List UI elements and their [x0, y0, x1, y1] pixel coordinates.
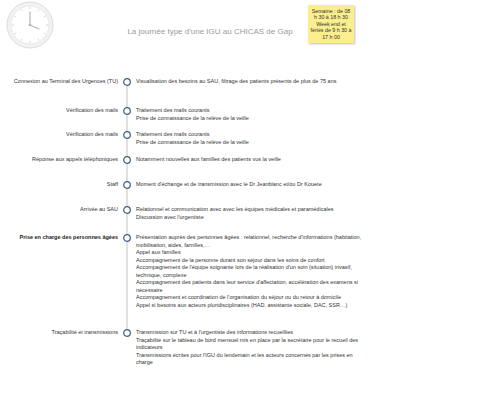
clock-tick [30, 41, 31, 43]
clock-tick [44, 33, 46, 34]
description-line: Transmissions écrites pour l'IGU du lend… [136, 352, 362, 367]
timeline-segment [127, 242, 128, 329]
description-line: Moment d'échange et de transmission avec… [136, 181, 362, 189]
timeline-segment [127, 214, 128, 234]
clock-tick [21, 39, 22, 41]
schedule-text: Semaine : de 08 h 30 à 18 h 30 [310, 8, 352, 21]
step-marker [123, 131, 131, 139]
schedule-text: Week end et fériés de 9 h 30 à 17 h 00 [310, 21, 352, 40]
timeline-step: Arrivée au SAURelationnel et communicati… [123, 206, 131, 214]
timeline-step: Réponse aux appels téléphoniquesNotammen… [123, 156, 131, 164]
description-line: Accompagnement de la personne durant son… [136, 257, 362, 265]
description-line: Appel si besoins aux acteurs pluridiscip… [136, 302, 362, 310]
description-line: Visualisation des besoins au SAU, filtra… [136, 78, 362, 86]
description-line: Accompagnement des patients dans leur se… [136, 279, 362, 294]
clock-tick [30, 7, 31, 9]
clock-rim [7, 2, 53, 48]
step-description: Notamment nouvelles aux familles des pat… [136, 156, 362, 164]
step-description: Traitement des mails courantsPrise de co… [136, 107, 362, 122]
clock-tick [21, 9, 22, 11]
step-circle [124, 235, 131, 242]
step-label: Vérification des mails [66, 107, 118, 115]
step-label: Prise en charge des personnes âgées [20, 234, 118, 242]
timeline-step: Traçabilité et transmissionsTransmission… [123, 329, 131, 337]
description-line: Discussion avec l'urgentiste [136, 214, 362, 222]
description-line: Traitement des mails courants [136, 131, 362, 139]
clock-ticks [12, 7, 48, 43]
step-label: Réponse aux appels téléphoniques [32, 156, 118, 164]
clock-center [29, 24, 32, 27]
clock-tick [46, 25, 48, 26]
description-line: Accompagnement de l'équipe soignante lor… [136, 264, 362, 279]
description-line: Notamment nouvelles aux familles des pat… [136, 156, 362, 164]
step-circle [124, 108, 131, 115]
timeline-segment [127, 115, 128, 131]
timeline-segment [127, 139, 128, 156]
description-line: Prise de connaissance de la relève de la… [136, 139, 362, 147]
step-label: Connexion au Terminal des Urgences (TU) [14, 78, 118, 86]
step-marker [123, 206, 131, 214]
page-title: La journée type d'une IGU au CHICAS de G… [100, 27, 320, 36]
clock-tick [14, 33, 16, 34]
step-circle [124, 182, 131, 189]
clock-hand [30, 25, 39, 29]
timeline-step: Connexion au Terminal des Urgences (TU)V… [123, 78, 131, 86]
step-marker [123, 234, 131, 242]
clock-tick [38, 39, 39, 41]
description-line: Traçabilité sur le tableau de bord mensu… [136, 337, 362, 352]
sticky-note: Semaine : de 08 h 30 à 18 h 30Week end e… [308, 5, 354, 43]
clock-hand [29, 12, 30, 25]
step-label: Staff [107, 181, 118, 189]
timeline-step: Vérification des mailsTraitement des mai… [123, 131, 131, 139]
step-marker [123, 107, 131, 115]
step-circle [124, 132, 131, 139]
timeline-step: Vérification des mailsTraitement des mai… [123, 107, 131, 115]
clock-face [11, 6, 49, 44]
step-label: Vérification des mails [66, 131, 118, 139]
clock-tick [38, 9, 39, 11]
clock-tick [14, 16, 16, 17]
timeline-step: Prise en charge des personnes âgéesPrése… [123, 234, 131, 242]
step-marker [123, 181, 131, 189]
step-description: Visualisation des besoins au SAU, filtra… [136, 78, 362, 86]
description-line: Accompagnement et coordination de l'orga… [136, 294, 362, 302]
step-circle [124, 207, 131, 214]
step-circle [124, 157, 131, 164]
step-circle [124, 79, 131, 86]
step-description: Relationnel et communication avec avec l… [136, 206, 362, 221]
step-description: Présentation auprès des personnes âgées … [136, 234, 362, 309]
description-line: Appel aux familles [136, 249, 362, 257]
timeline-segment [127, 189, 128, 206]
description-line: Relationnel et communication avec avec l… [136, 206, 362, 214]
step-description: Traitement des mails courantsPrise de co… [136, 131, 362, 146]
description-line: Traitement des mails courants [136, 107, 362, 115]
step-label: Arrivée au SAU [80, 206, 118, 214]
timeline-segment [127, 164, 128, 181]
description-line: Transmission sur TU et à l'urgentiste de… [136, 329, 362, 337]
timeline-segment [127, 86, 128, 107]
step-label: Traçabilité et transmissions [52, 329, 118, 337]
clock-tick [12, 25, 14, 26]
step-description: Moment d'échange et de transmission avec… [136, 181, 362, 189]
step-marker [123, 78, 131, 86]
step-marker [123, 156, 131, 164]
clock-tick [44, 16, 46, 17]
description-line: Présentation auprès des personnes âgées … [136, 234, 362, 249]
description-line: Prise de connaissance de la relève de la… [136, 115, 362, 123]
step-description: Transmission sur TU et à l'urgentiste de… [136, 329, 362, 367]
step-marker [123, 329, 131, 337]
step-circle [124, 330, 131, 337]
timeline-step: StaffMoment d'échange et de transmission… [123, 181, 131, 189]
